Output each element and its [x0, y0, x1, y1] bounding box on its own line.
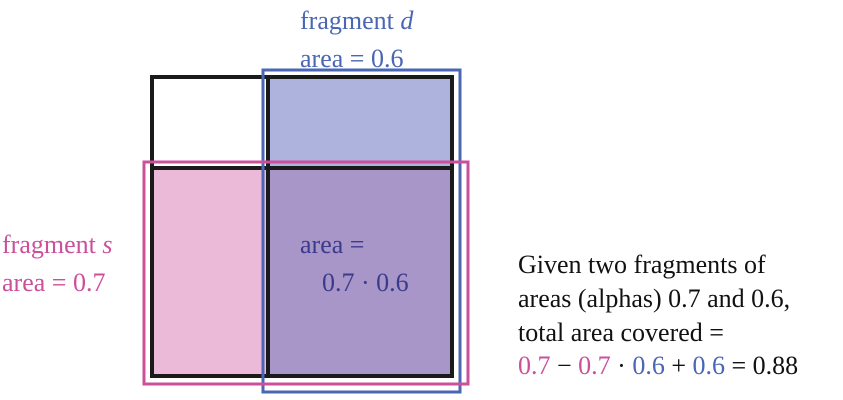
- fragment-s-variable: s: [102, 230, 113, 259]
- fragment-d-only-region: [268, 77, 452, 168]
- overlap-area-value: 0.7 · 0.6: [322, 267, 409, 297]
- formula-term-s-product: 0.7: [578, 351, 611, 381]
- fragment-s-outline: [142, 160, 470, 386]
- caption-line-1: Given two fragments of: [518, 250, 766, 279]
- caption-formula: 0.7 − 0.7 · 0.6 + 0.6 = 0.88: [518, 349, 798, 383]
- caption: Given two fragments of areas (alphas) 0.…: [518, 248, 798, 383]
- fragment-s-label: fragment s area = 0.7: [2, 226, 112, 301]
- overlap-area-line: area =: [300, 230, 365, 259]
- fragment-s-area: area = 0.7: [2, 267, 106, 297]
- fragment-d-outline: [261, 68, 462, 394]
- fragment-d-label: fragment d area = 0.6: [300, 2, 413, 77]
- formula-term-d-product: 0.6: [632, 351, 665, 381]
- caption-line-3: total area covered =: [518, 317, 724, 347]
- fragment-d-variable: d: [400, 6, 414, 35]
- formula-term-d: 0.6: [692, 351, 726, 381]
- fragment-d-title: fragment d: [300, 6, 414, 35]
- overlap-label: area = 0.7 · 0.6: [300, 226, 409, 301]
- formula-term-s: 0.7: [518, 351, 551, 381]
- formula-minus: −: [550, 351, 579, 381]
- fragment-s-only-region: [152, 168, 268, 376]
- formula-result: = 0.88: [725, 351, 799, 381]
- fragment-d-area: area = 0.6: [300, 43, 404, 73]
- fragment-s-title: fragment s: [2, 230, 113, 259]
- caption-line-2: areas (alphas) 0.7 and 0.6,: [518, 283, 791, 313]
- formula-dot: ·: [610, 351, 633, 381]
- overlap-region: [268, 168, 452, 376]
- unit-square-outline: [150, 75, 454, 378]
- formula-plus: +: [664, 351, 693, 381]
